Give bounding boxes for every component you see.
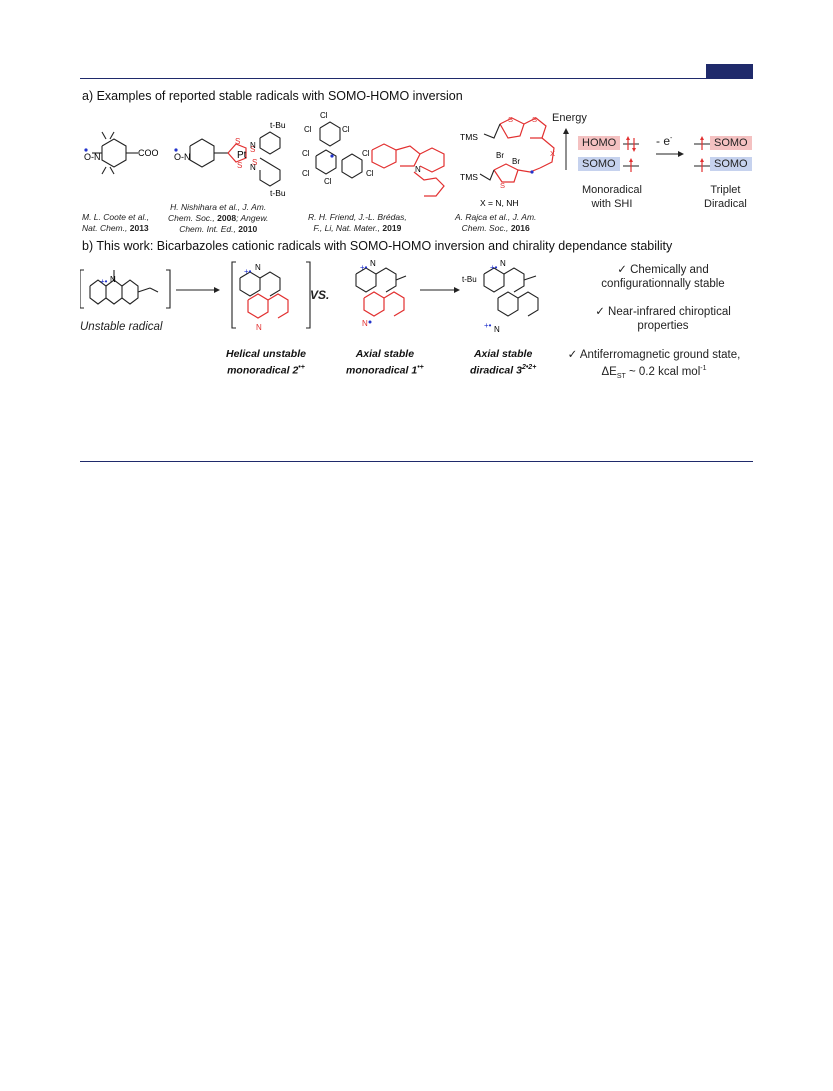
svg-text:TMS: TMS (460, 132, 478, 142)
svg-text:O-N: O-N (174, 152, 191, 162)
check-stable: ✓ Chemically and configurationnally stab… (601, 264, 725, 290)
triplet-caption: Triplet Diradical (704, 184, 747, 210)
svg-text:TMS: TMS (460, 172, 478, 182)
homo-label: HOMO (578, 136, 621, 150)
compound-1-label: Axial stable monoradical 1•+ (346, 348, 424, 377)
check-nir: ✓ Near-infrared chiroptical properties (595, 306, 731, 332)
citation-rajca: A. Rajca et al., J. Am. Chem. Soc., 2016 (455, 212, 537, 233)
citation-coote: M. L. Coote et al., Nat. Chem., 2013 (82, 212, 150, 233)
unstable-radical-label: Unstable radical (80, 321, 163, 333)
svg-text:N: N (500, 259, 506, 268)
section-b-structures: +• N +• N N +• N N +• N +• N (80, 259, 539, 334)
section-a-heading: a) Examples of reported stable radicals … (82, 89, 463, 103)
svg-text:+•: +• (244, 267, 252, 276)
svg-text:Cl: Cl (366, 169, 374, 178)
top-rule (80, 78, 753, 79)
svg-text:Cl: Cl (324, 177, 332, 186)
bottom-rule (80, 461, 753, 462)
section-a-structures: O-N COO O-N S S S S Pt t-Bu t-Bu N N Cl … (84, 111, 555, 208)
somo-label-bottom-right: SOMO (710, 157, 752, 171)
compound-2-label: Helical unstable monoradical 2•+ (226, 348, 306, 377)
coo-label: COO (138, 148, 159, 158)
svg-text:t-Bu: t-Bu (462, 275, 477, 284)
minus-electron-label: - e- (656, 134, 673, 148)
svg-text:+•: +• (484, 321, 492, 330)
monoradical-caption: Monoradical with SHI (582, 184, 642, 210)
svg-text:N: N (110, 275, 116, 284)
svg-text:S: S (237, 161, 242, 170)
svg-text:N: N (415, 165, 421, 174)
svg-text:S: S (500, 181, 505, 190)
svg-text:Cl: Cl (342, 125, 350, 134)
no-label: O-N (84, 152, 101, 162)
svg-text:N: N (494, 325, 500, 334)
svg-text:N: N (370, 259, 376, 268)
svg-text:S: S (250, 145, 255, 154)
svg-text:N: N (250, 141, 256, 150)
svg-text:Br: Br (496, 151, 504, 160)
section-b-heading: b) This work: Bicarbazoles cationic radi… (82, 239, 673, 253)
svg-text:+•: +• (100, 277, 108, 286)
energy-axis-label: Energy (552, 112, 587, 124)
svg-text:Cl: Cl (362, 149, 370, 158)
vs-label: VS. (310, 288, 330, 302)
svg-text:S: S (508, 115, 513, 124)
svg-text:+•: +• (360, 263, 368, 272)
compound-3-label: Axial stable diradical 32•2+ (470, 348, 537, 377)
check-afm: ✓ Antiferromagnetic ground state, ΔEST ~… (567, 349, 741, 381)
svg-text:Br: Br (512, 157, 520, 166)
svg-text:t-Bu: t-Bu (270, 120, 286, 130)
somo-label-left: SOMO (578, 157, 620, 171)
svg-text:N: N (255, 263, 261, 272)
somo-label-top-right: SOMO (710, 136, 752, 150)
svg-text:N: N (362, 319, 368, 328)
svg-text:+•: +• (490, 263, 498, 272)
svg-text:Cl: Cl (302, 169, 310, 178)
svg-text:S: S (235, 137, 240, 146)
svg-text:S: S (532, 115, 537, 124)
svg-text:Cl: Cl (304, 125, 312, 134)
energy-diagram (563, 128, 710, 172)
citation-nishihara: H. Nishihara et al., J. Am. Chem. Soc., … (168, 202, 269, 234)
svg-text:Pt: Pt (237, 150, 247, 161)
svg-text:Cl: Cl (302, 149, 310, 158)
svg-text:N: N (250, 163, 256, 172)
x-equals-label: X = N, NH (480, 198, 519, 208)
svg-text:X: X (550, 149, 555, 158)
svg-text:Cl: Cl (320, 111, 328, 120)
svg-text:N: N (256, 323, 262, 332)
citation-friend: R. H. Friend, J.-L. Brédas, F., Li, Nat.… (308, 212, 407, 233)
svg-text:t-Bu: t-Bu (270, 188, 286, 198)
page-corner-tab (706, 64, 753, 78)
svg-text:S: S (252, 158, 257, 167)
